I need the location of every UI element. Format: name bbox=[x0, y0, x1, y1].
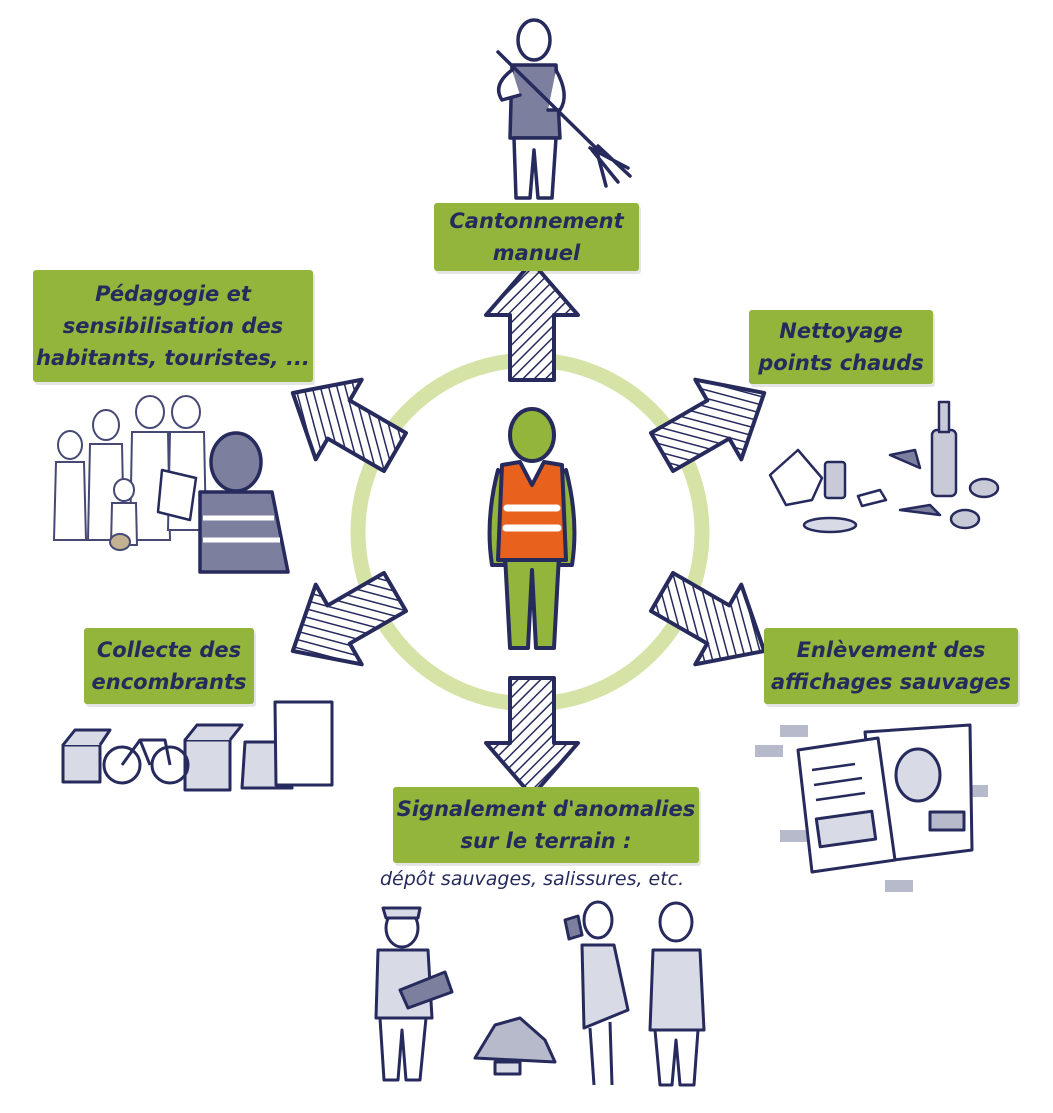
bulky-waste-icon bbox=[61, 700, 334, 792]
litter-icon bbox=[768, 400, 1000, 534]
label-cantonnement-manuel: Cantonnement manuel bbox=[434, 203, 639, 271]
label-line: Signalement d'anomalies bbox=[396, 797, 696, 821]
label-line: manuel bbox=[492, 241, 581, 265]
worker-icon bbox=[487, 407, 577, 650]
label-line: Nettoyage bbox=[779, 319, 903, 343]
arrow-icon-left bbox=[267, 550, 420, 693]
label-line: sensibilisation des bbox=[62, 314, 284, 338]
street-sweeper-icon bbox=[496, 18, 632, 200]
label-line: affichages sauvages bbox=[771, 670, 1011, 694]
label-line: encombrants bbox=[91, 670, 247, 694]
posters-icon bbox=[755, 723, 988, 892]
label-line: Pédagogie et bbox=[95, 282, 251, 306]
label-nettoyage: Nettoyage points chauds bbox=[749, 310, 933, 384]
label-line: points chauds bbox=[758, 351, 924, 375]
signalement-examples: dépôt sauvages, salissures, etc. bbox=[380, 868, 685, 890]
label-enlevement: Enlèvement des affichages sauvages bbox=[764, 628, 1018, 704]
label-line: Enlèvement des bbox=[796, 638, 986, 662]
label-line: sur le terrain : bbox=[460, 829, 632, 853]
crowd-icon bbox=[52, 395, 208, 551]
reporting-people-icon bbox=[374, 900, 706, 1087]
label-collecte: Collecte des encombrants bbox=[84, 628, 254, 704]
label-signalement: Signalement d'anomalies sur le terrain : bbox=[393, 787, 699, 863]
label-line: Cantonnement bbox=[449, 209, 624, 233]
label-pedagogie: Pédagogie et sensibilisation des habitan… bbox=[33, 270, 313, 382]
guide-in-vest-icon bbox=[156, 431, 290, 574]
label-line: Collecte des bbox=[96, 638, 242, 662]
label-line: habitants, touristes, ... bbox=[36, 346, 310, 370]
